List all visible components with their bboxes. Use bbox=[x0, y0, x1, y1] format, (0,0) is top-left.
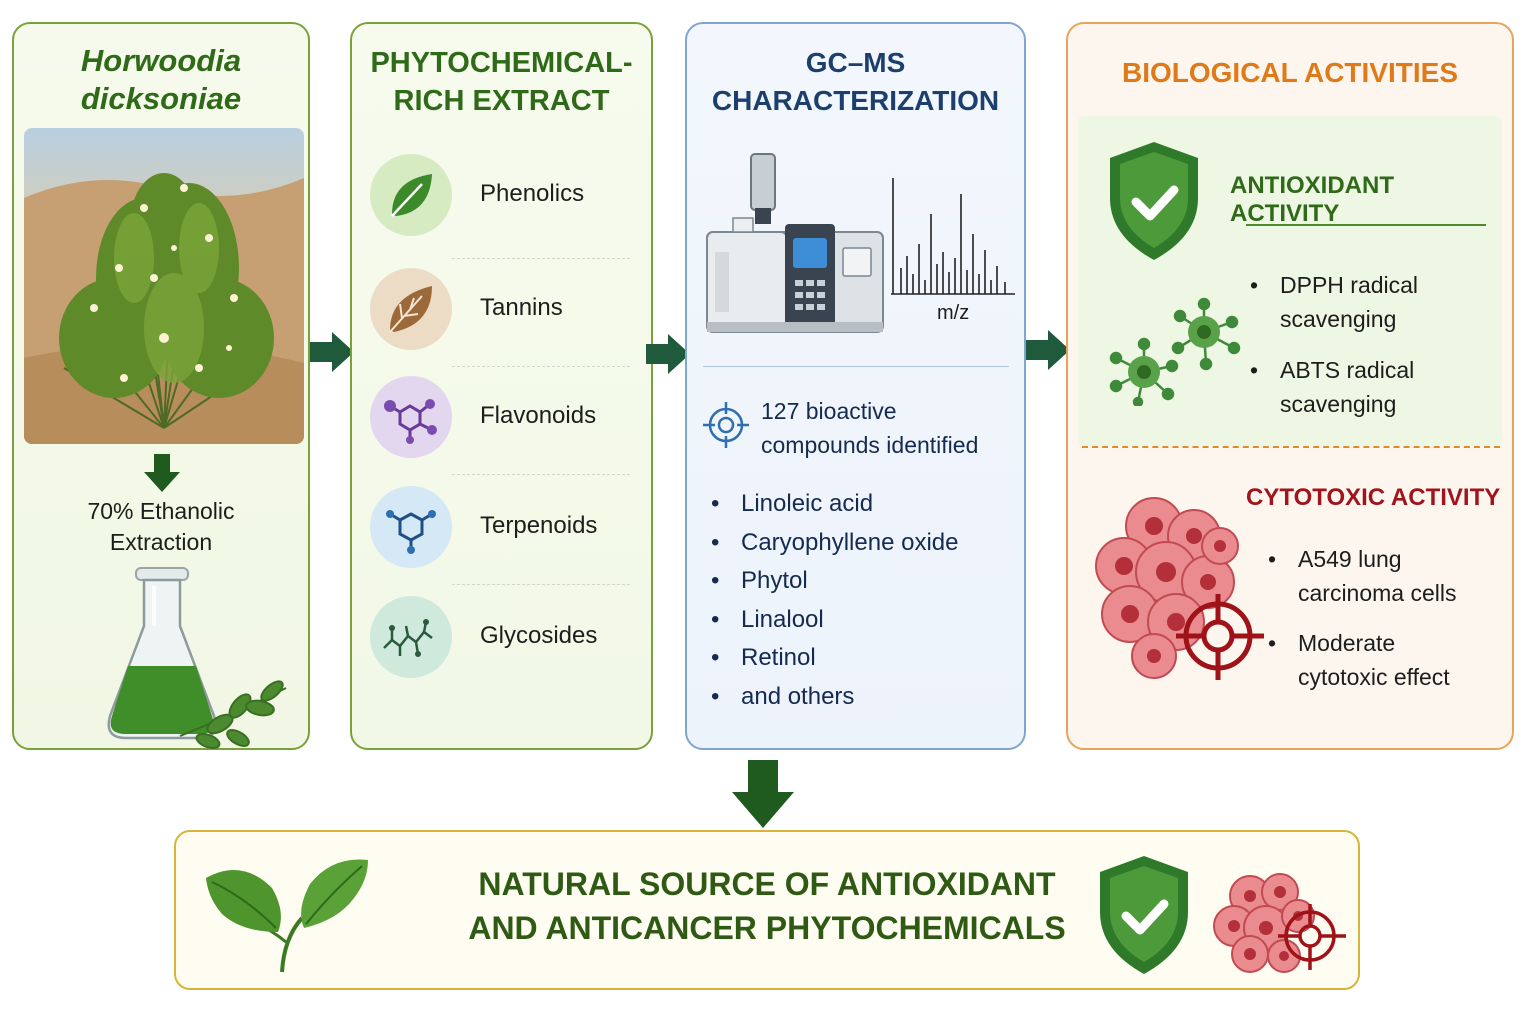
cytotoxic-item-moderate: Moderate cytotoxic effect bbox=[1264, 626, 1450, 694]
compound-row-flavonoids: Flavonoids bbox=[352, 376, 651, 486]
antioxidant-section: ANTIOXIDANT ACTIVITY DPPH radical scaven… bbox=[1078, 116, 1502, 446]
divider bbox=[703, 366, 1009, 367]
extract-panel: PHYTOCHEMICAL- RICH EXTRACT Phenolics Ta… bbox=[350, 22, 653, 750]
list-item: Caryophyllene oxide bbox=[709, 529, 958, 568]
abts-line2: scavenging bbox=[1280, 391, 1397, 417]
right-arrow-icon bbox=[310, 332, 354, 372]
right-arrow-icon bbox=[646, 334, 690, 374]
divider bbox=[452, 366, 630, 367]
list-item: Phytol bbox=[709, 567, 958, 606]
dpph-line1: DPPH radical bbox=[1280, 272, 1419, 298]
extraction-method: 70% Ethanolic Extraction bbox=[14, 496, 308, 558]
a549-line2: carcinoma cells bbox=[1298, 580, 1457, 606]
divider bbox=[452, 258, 630, 259]
species-name-line1: Horwoodia bbox=[80, 43, 242, 78]
down-arrow-icon bbox=[144, 454, 180, 492]
compound-row-terpenoids: Terpenoids bbox=[352, 486, 651, 596]
antioxidant-item-dpph: DPPH radical scavenging bbox=[1246, 268, 1418, 336]
list-item: and others bbox=[709, 683, 958, 722]
conclusion-line1: NATURAL SOURCE OF ANTIOXIDANT bbox=[478, 866, 1056, 902]
moderate-line1: Moderate bbox=[1298, 630, 1396, 656]
gc-ms-instrument-icon bbox=[706, 153, 884, 333]
plant-photo bbox=[24, 128, 304, 444]
right-arrow-icon bbox=[1026, 330, 1070, 370]
a549-line1: A549 lung bbox=[1298, 546, 1402, 572]
plant-source-panel: Horwoodia dicksoniae bbox=[12, 22, 310, 750]
cancer-cells-icon bbox=[1095, 497, 1239, 679]
divider bbox=[452, 584, 630, 585]
terpenoid-molecule-icon bbox=[370, 486, 452, 568]
cytotoxic-item-a549: A549 lung carcinoma cells bbox=[1264, 542, 1457, 610]
compound-label: Phenolics bbox=[480, 180, 585, 207]
conclusion-line2: AND ANTICANCER PHYTOCHEMICALS bbox=[468, 910, 1066, 946]
list-item: Linoleic acid bbox=[709, 490, 958, 529]
gcms-title-line2: CHARACTERIZATION bbox=[711, 85, 1000, 116]
moderate-line2: cytotoxic effect bbox=[1298, 664, 1450, 690]
identified-line2: compounds identified bbox=[761, 432, 979, 458]
activities-title: BIOLOGICAL ACTIVITIES bbox=[1121, 57, 1458, 88]
free-radical-icon bbox=[1109, 297, 1241, 406]
biological-activities-panel: BIOLOGICAL ACTIVITIES ANTIOXIDANT ACTIVI… bbox=[1066, 22, 1514, 750]
gcms-title-line1: GC–MS bbox=[805, 47, 906, 78]
antioxidant-title: ANTIOXIDANT ACTIVITY bbox=[1230, 172, 1394, 227]
extraction-line1: 70% Ethanolic bbox=[87, 498, 235, 524]
flavonoid-molecule-icon bbox=[370, 376, 452, 458]
conclusion-panel: NATURAL SOURCE OF ANTIOXIDANT AND ANTICA… bbox=[174, 830, 1360, 990]
shield-check-icon bbox=[1100, 856, 1188, 974]
divider bbox=[1246, 224, 1486, 226]
compound-row-glycosides: Glycosides bbox=[352, 596, 651, 706]
compound-row-phenolics: Phenolics bbox=[352, 154, 651, 264]
flask-icon bbox=[107, 567, 287, 749]
extract-title-line2: RICH EXTRACT bbox=[393, 85, 610, 117]
compound-label: Terpenoids bbox=[480, 512, 598, 539]
extract-title-line1: PHYTOCHEMICAL- bbox=[370, 47, 633, 79]
compound-row-tannins: Tannins bbox=[352, 268, 651, 378]
gc-ms-panel: GC–MS CHARACTERIZATION bbox=[685, 22, 1026, 750]
mass-spectrum-icon bbox=[891, 178, 1015, 295]
divider bbox=[452, 474, 630, 475]
identified-line1: 127 bioactive bbox=[761, 398, 897, 424]
antioxidant-item-abts: ABTS radical scavenging bbox=[1246, 353, 1414, 421]
compound-label: Flavonoids bbox=[480, 402, 597, 429]
compound-label: Glycosides bbox=[480, 622, 598, 649]
section-divider bbox=[1082, 446, 1500, 448]
seedling-icon bbox=[206, 859, 368, 973]
glycoside-molecule-icon bbox=[370, 596, 452, 678]
compound-label: Tannins bbox=[480, 294, 563, 321]
list-item: Linalool bbox=[709, 606, 958, 645]
identified-count: 127 bioactive compounds identified bbox=[761, 394, 978, 462]
dpph-line2: scavenging bbox=[1280, 306, 1397, 332]
list-item: Retinol bbox=[709, 644, 958, 683]
extraction-line2: Extraction bbox=[109, 529, 213, 555]
tannin-leaf-icon bbox=[370, 268, 452, 350]
compound-list: Linoleic acid Caryophyllene oxide Phytol… bbox=[709, 490, 958, 721]
species-name-line2: dicksoniae bbox=[80, 81, 242, 116]
crosshair-icon bbox=[1176, 594, 1264, 680]
shield-check-icon bbox=[1110, 142, 1198, 260]
cytotoxic-title: CYTOTOXIC ACTIVITY bbox=[1246, 484, 1501, 511]
leaf-icon bbox=[370, 154, 452, 236]
target-icon bbox=[703, 402, 749, 448]
cancer-cells-icon bbox=[1213, 873, 1346, 973]
spectrum-axis-label: m/z bbox=[937, 302, 970, 324]
conclusion-text: NATURAL SOURCE OF ANTIOXIDANT AND ANTICA… bbox=[176, 862, 1358, 950]
abts-line1: ABTS radical bbox=[1280, 357, 1415, 383]
down-arrow-icon bbox=[732, 760, 794, 828]
